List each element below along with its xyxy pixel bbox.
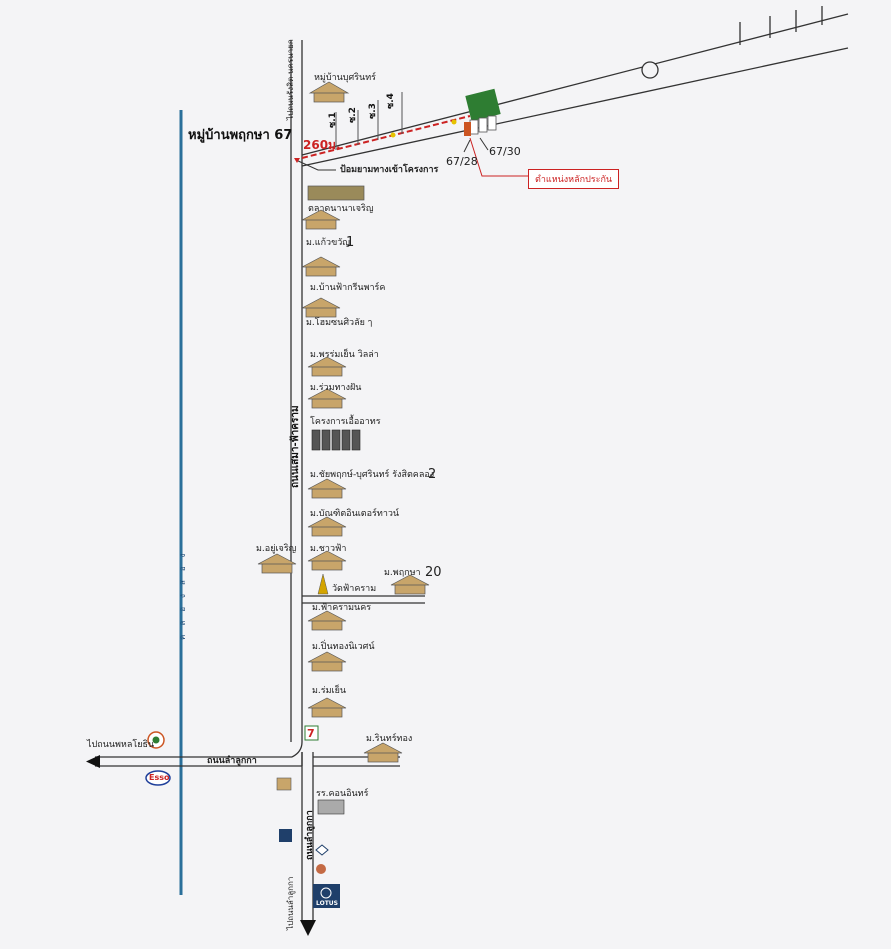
house-icon bbox=[301, 297, 341, 318]
canal-label: คลองสอง bbox=[178, 544, 187, 640]
bank-icon-5 bbox=[316, 864, 326, 874]
svg-text:7: 7 bbox=[307, 727, 315, 740]
soi-1-label: ซ.1 bbox=[327, 112, 338, 128]
bandit-label: ม.บัณฑิตอินเตอร์ทาวน์ bbox=[310, 509, 400, 519]
side-streets-ne bbox=[739, 6, 823, 45]
ban-fah-label: ม.บ้านฟ้ากรีนพาร์ค bbox=[310, 283, 386, 293]
to-lam-lukka-label: ไปถนนลำลูกกา bbox=[286, 876, 295, 930]
house-icon bbox=[307, 516, 347, 537]
plot-a-label: 67/28 bbox=[446, 155, 478, 168]
house-icon bbox=[301, 209, 341, 230]
bank-icon-2 bbox=[276, 777, 292, 791]
rom-yen-label: ม.ร่มเย็น bbox=[312, 686, 347, 696]
lam-lukka-v-label: ถนนลำลูกกา bbox=[305, 810, 315, 860]
collateral-plot bbox=[464, 122, 471, 136]
plot-blocks bbox=[469, 115, 497, 135]
ruam-thang-label: ม.ร่วมทางฝัน bbox=[310, 383, 362, 393]
house-icon bbox=[307, 610, 347, 631]
house-icon bbox=[307, 388, 347, 409]
south-arrow-icon bbox=[300, 920, 316, 936]
yellow-marker bbox=[390, 132, 396, 138]
pin-thong-label: ม.ปิ่นทองนิเวศน์ bbox=[312, 642, 375, 652]
west-arrow-icon bbox=[86, 755, 100, 768]
houses bbox=[257, 81, 430, 763]
house-icon bbox=[363, 742, 403, 763]
home-villa-label: ม.โฮมซนศิวลัย ๅ bbox=[306, 318, 373, 328]
park-block bbox=[465, 88, 501, 122]
house-icon bbox=[307, 356, 347, 377]
house-icon bbox=[307, 697, 347, 718]
main-road-label: ถนนเสมา-ฟ้าคราม bbox=[290, 405, 301, 488]
project-name: หมู่บ้านพฤกษา 67 bbox=[188, 128, 293, 143]
esso-label: Esso bbox=[149, 773, 170, 782]
wat-label: วัดฟ้าคราม bbox=[332, 584, 377, 594]
house-icon bbox=[301, 256, 341, 277]
branch-road-east bbox=[302, 595, 425, 604]
collateral-pointer bbox=[469, 137, 528, 177]
prom-yen-label: ม.พรร่มเย็น วิลล่า bbox=[310, 350, 379, 360]
house-icon bbox=[257, 553, 297, 574]
ua-arthorn-label: โครงการเอื้ออาทร bbox=[310, 417, 381, 427]
bank-icon-4 bbox=[315, 844, 329, 856]
burin-label: หมู่บ้านบุศรินทร์ bbox=[314, 73, 376, 83]
guard-label: ป้อมยามทางเข้าโครงการ bbox=[340, 165, 439, 175]
house-icon bbox=[307, 651, 347, 672]
soi-2-label: ซ.2 bbox=[347, 107, 358, 123]
plot-b-label: 67/30 bbox=[489, 145, 521, 158]
tower-icons bbox=[311, 429, 361, 451]
market-icon bbox=[307, 185, 365, 201]
soi-4-label: ซ.4 bbox=[385, 93, 396, 109]
rin-thong-label: ม.รินทร์ทอง bbox=[366, 734, 413, 744]
pruksa20-num: 20 bbox=[425, 565, 442, 580]
house-icon bbox=[308, 81, 350, 103]
house-icon bbox=[390, 574, 430, 595]
collateral-label: ตำแหน่งหลักประกัน bbox=[528, 169, 620, 189]
lotus-label: LOTUS bbox=[316, 900, 338, 907]
yu-charoen-label: ม.อยู่เจริญ bbox=[256, 544, 297, 554]
project-road bbox=[301, 115, 471, 159]
guard-pointer bbox=[295, 159, 336, 171]
yellow-marker-2 bbox=[451, 119, 457, 125]
kaew-khwan-label: ม.แก้วขวัญ bbox=[306, 238, 350, 248]
lam-lukka-label: ถนนลำลูกกา bbox=[207, 756, 257, 766]
road-north-label: ไปถนนรังสิต-นครนายก bbox=[286, 39, 295, 120]
diagonal-road bbox=[301, 13, 849, 167]
distance-label: 260ม. bbox=[303, 138, 341, 152]
chai-pruek-label: ม.ชัยพฤกษ์-บุศรินทร์ รังสิตคลอง bbox=[310, 470, 435, 480]
esso-logo-icon bbox=[145, 770, 171, 786]
school-label: รร.คอนอินทร์ bbox=[316, 789, 369, 799]
kaew-khwan-num: 1 bbox=[346, 235, 355, 250]
chai-pruek-num: 2 bbox=[428, 467, 437, 482]
school-icon bbox=[317, 799, 345, 815]
chao-fah-label: ม.ชาวฟ้า bbox=[310, 544, 347, 554]
market-label: ตลาดนานาเจริญ bbox=[308, 204, 374, 214]
house-icon bbox=[307, 478, 347, 499]
soi-lines bbox=[335, 92, 403, 150]
to-phahonyothin-label: ไปถนนพหลโยธิน bbox=[87, 740, 155, 750]
lam-lukka-road bbox=[95, 741, 400, 767]
bank-icon-3 bbox=[279, 829, 292, 842]
soi-3-label: ซ.3 bbox=[367, 103, 378, 119]
roundabout bbox=[641, 61, 659, 79]
pruksa20-label: ม.พฤกษา bbox=[384, 568, 421, 578]
fah-kram-label: ม.ฟ้าครามนคร bbox=[312, 603, 372, 613]
temple-icon bbox=[317, 573, 329, 595]
seven-eleven-icon bbox=[304, 725, 319, 741]
house-icon bbox=[307, 550, 347, 571]
